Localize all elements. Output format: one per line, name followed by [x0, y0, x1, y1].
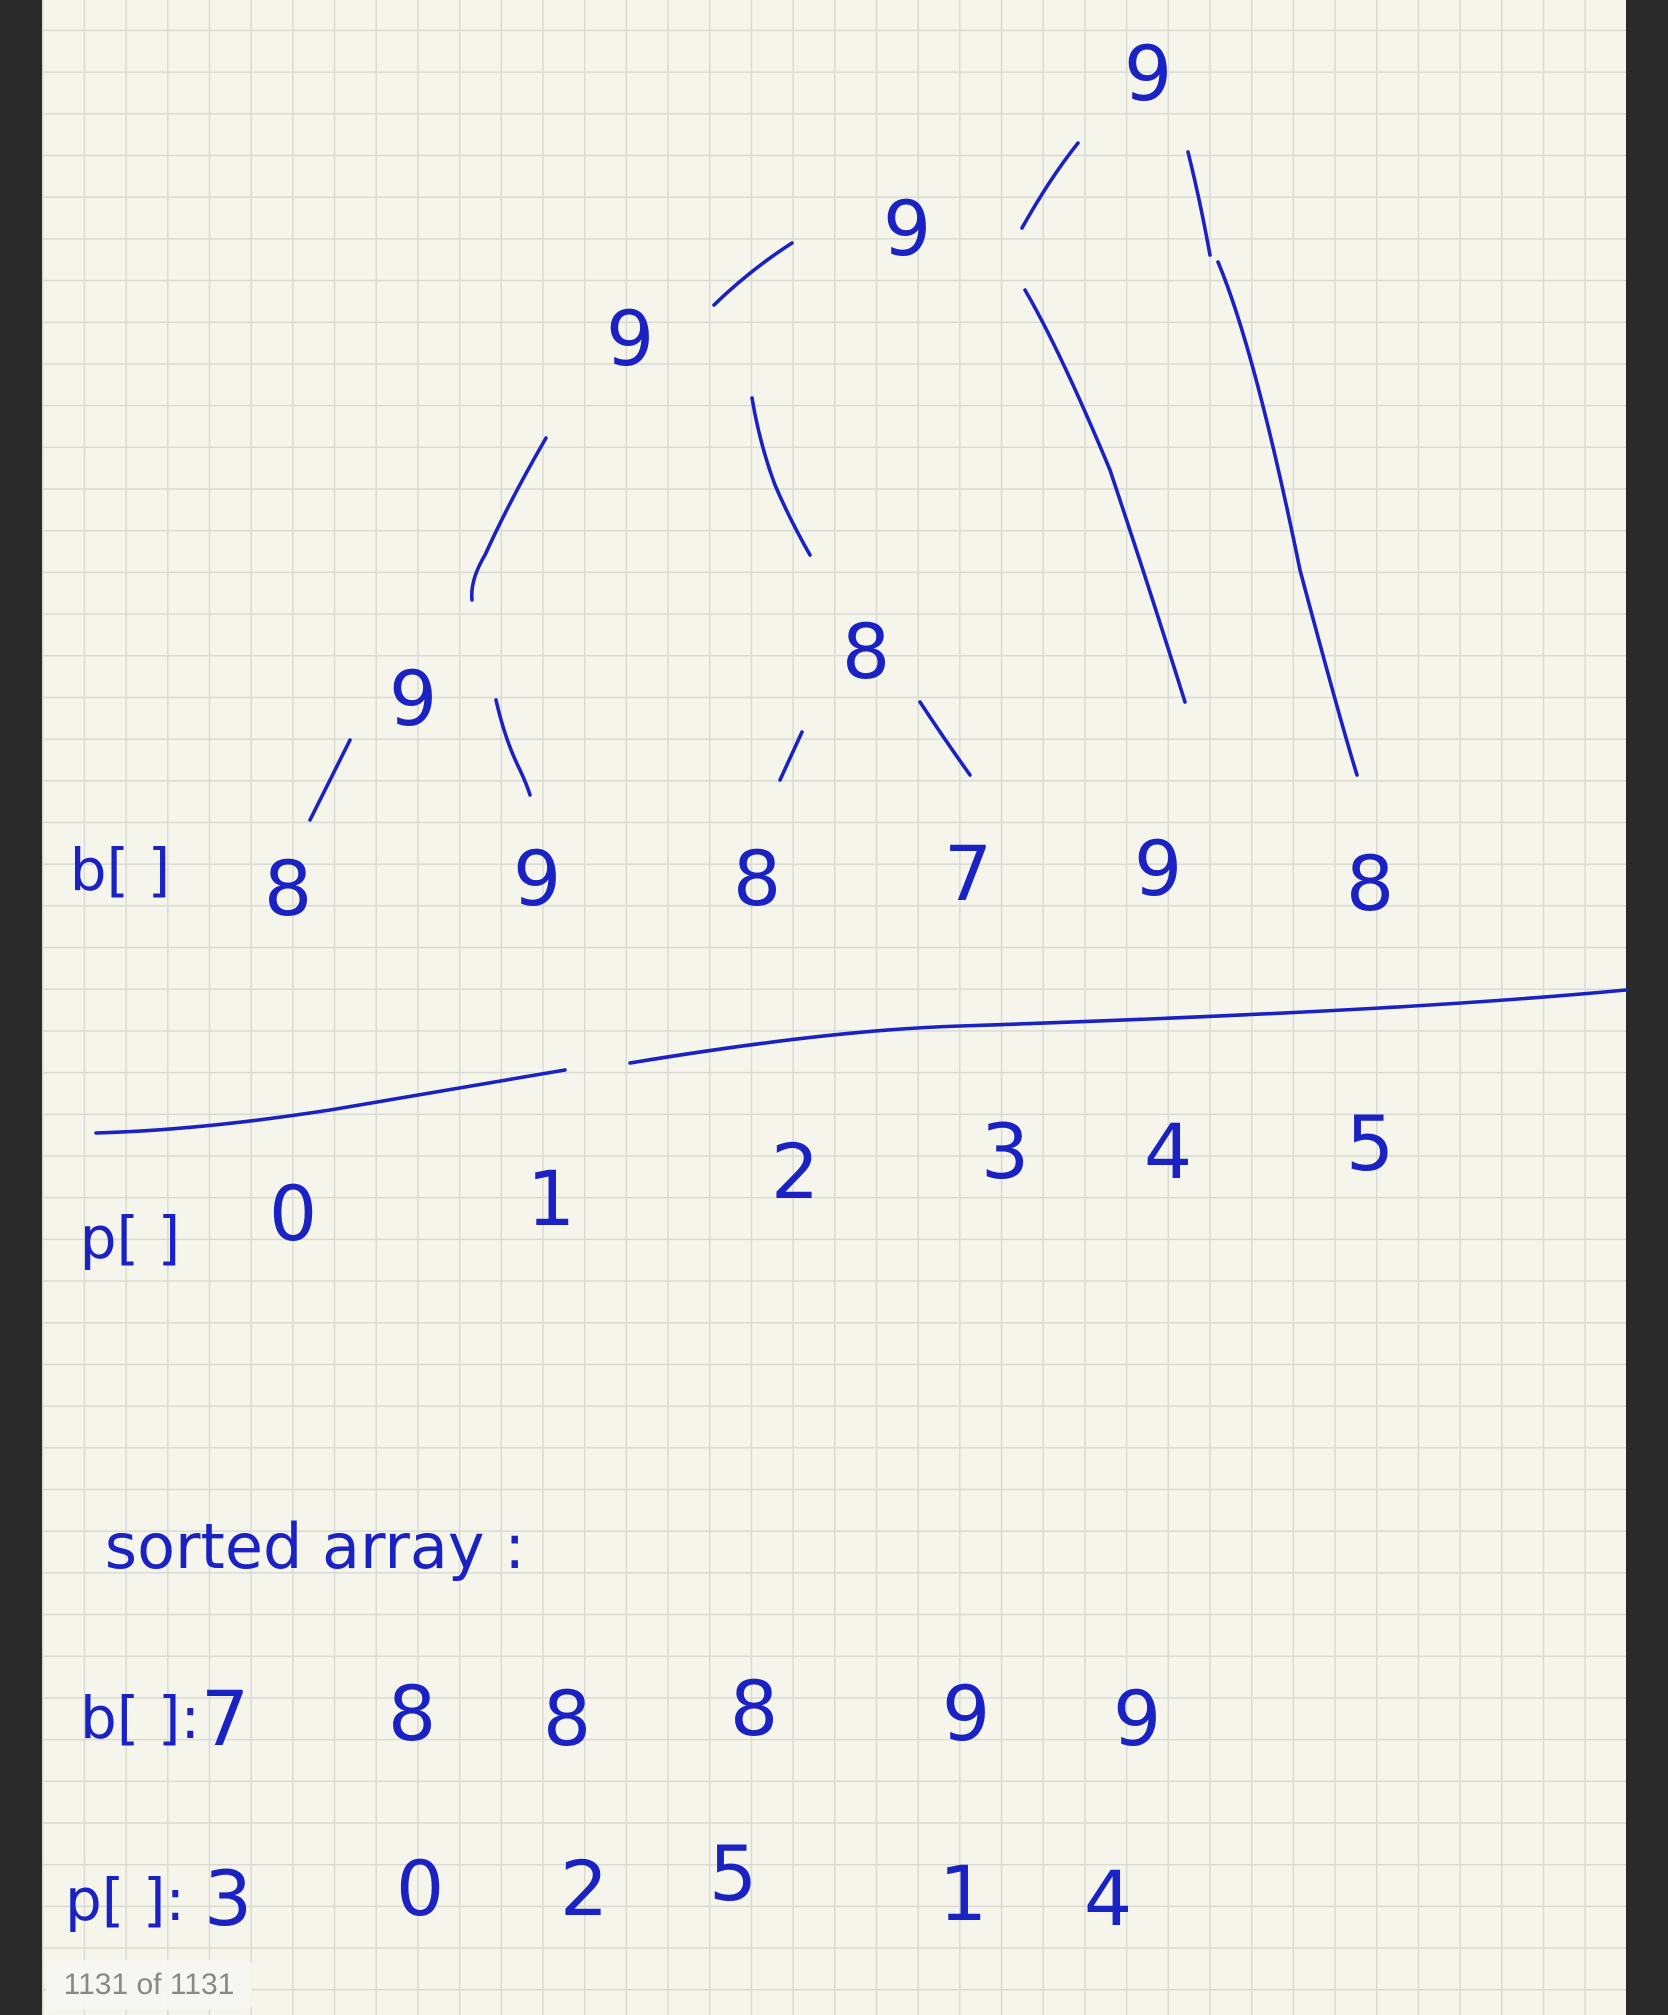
sorted-b-value-2: 8 — [543, 1674, 591, 1763]
sorted-b-value-1: 8 — [388, 1669, 436, 1758]
tree-level2: 9 — [883, 184, 931, 273]
sorted-p-value-4: 1 — [939, 1849, 987, 1938]
edge-root-to-last-b — [1216, 260, 1359, 777]
edge-l4left-to-b1 — [494, 698, 532, 797]
edge-root-to-l2 — [1020, 141, 1080, 230]
p-value-3: 3 — [981, 1107, 1029, 1196]
sorted-p-value-1: 0 — [396, 1844, 444, 1933]
sorted-b-value-5: 9 — [1113, 1674, 1161, 1763]
b-value-4: 9 — [1134, 824, 1182, 913]
p-row-label: p[ ] — [80, 1204, 181, 1272]
sorted-b-label: b[ ]: — [80, 1684, 200, 1752]
b-value-2: 8 — [733, 834, 781, 923]
edge-l2-to-b4 — [1023, 288, 1187, 704]
sorted-b-value-0: 7 — [201, 1674, 249, 1763]
right-frame — [1626, 0, 1668, 2015]
sorted-b-value-3: 8 — [730, 1664, 778, 1753]
sorted-b-value-4: 9 — [942, 1669, 990, 1758]
left-frame — [0, 0, 42, 2015]
edge-root-to-last-a — [1186, 150, 1212, 257]
tree-level4-left: 9 — [389, 654, 437, 743]
sorted-p-value-5: 4 — [1084, 1854, 1132, 1943]
edge-l2-to-l3 — [712, 241, 794, 307]
edge-l4left-to-b0 — [308, 738, 352, 822]
b-value-1: 9 — [513, 834, 561, 923]
b-value-3: 7 — [944, 829, 992, 918]
page-counter-badge: 1131 of 1131 — [46, 1960, 252, 2010]
edge-l3-to-l4right — [750, 396, 812, 557]
p-value-1: 1 — [527, 1154, 575, 1243]
p-value-5: 5 — [1346, 1099, 1394, 1188]
sorted-p-value-3: 5 — [709, 1829, 757, 1918]
p-value-0: 0 — [269, 1169, 317, 1258]
p-value-4: 4 — [1144, 1107, 1192, 1196]
b-row-label: b[ ] — [70, 836, 171, 904]
tree-level3: 9 — [606, 294, 654, 383]
tree-root: 9 — [1124, 29, 1172, 118]
edge-l3-to-l4left — [469, 436, 548, 602]
sorted-p-value-0: 3 — [204, 1854, 252, 1943]
p-value-2: 2 — [771, 1127, 819, 1216]
tree-level4-right: 8 — [842, 607, 890, 696]
sorted-heading: sorted array : — [105, 1510, 525, 1583]
divider-line-right — [628, 988, 1628, 1065]
sorted-p-value-2: 2 — [560, 1844, 608, 1933]
sorted-p-label: p[ ]: — [65, 1866, 185, 1934]
b-value-0: 8 — [264, 844, 312, 933]
edge-l4right-to-b3 — [918, 700, 972, 777]
b-value-5: 8 — [1346, 839, 1394, 928]
divider-line-left — [94, 1068, 567, 1135]
edge-l4right-to-b2 — [778, 730, 804, 782]
